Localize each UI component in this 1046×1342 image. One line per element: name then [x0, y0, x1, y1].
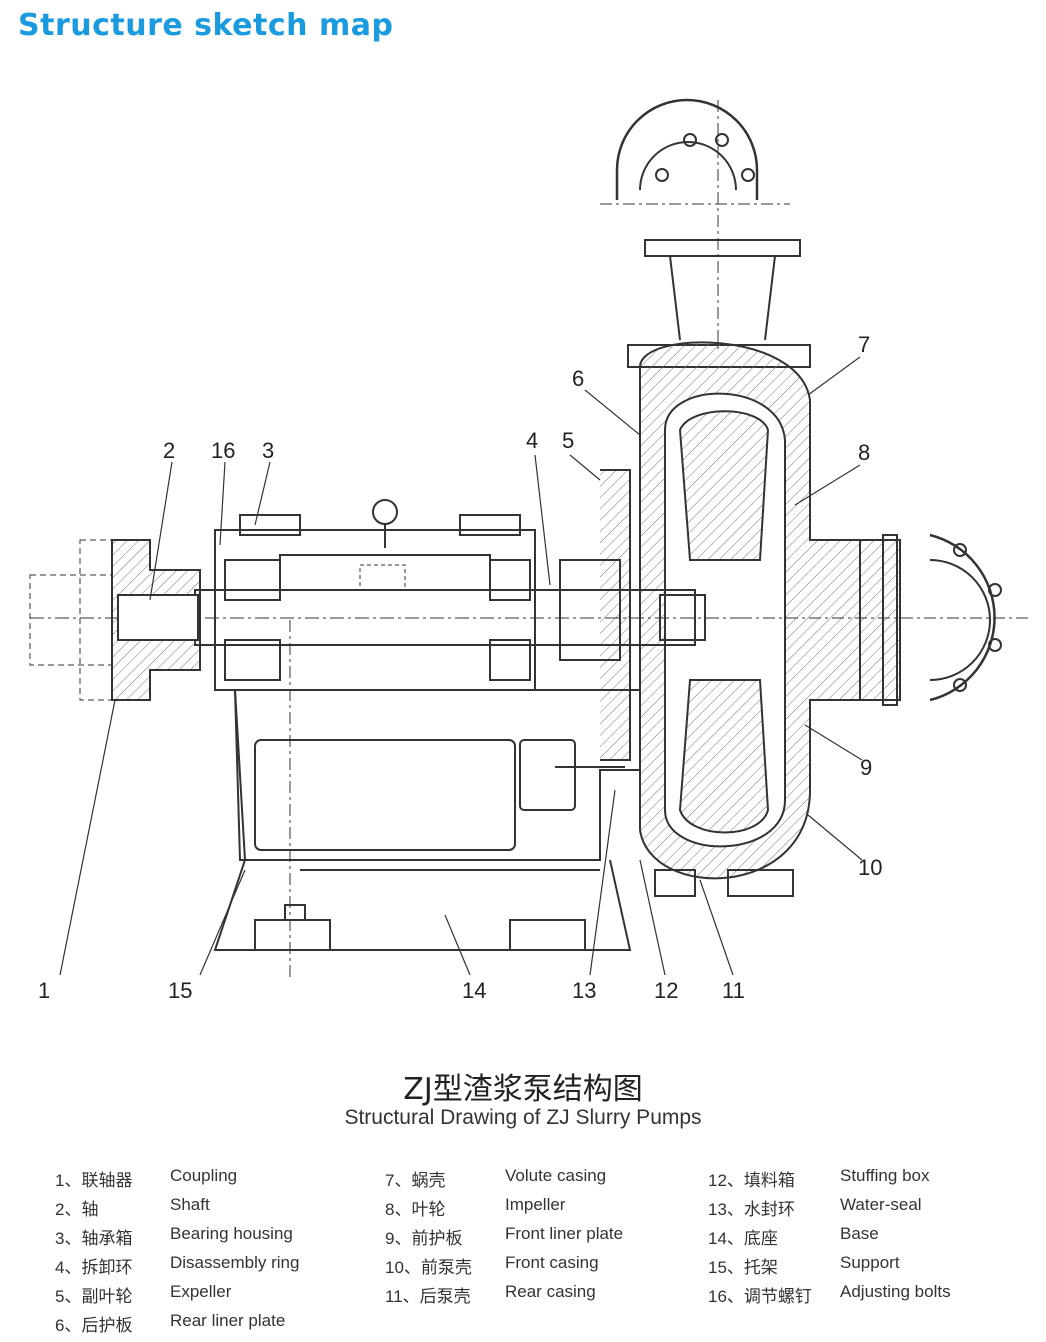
callout-14: 14 [462, 978, 486, 1003]
callout-16: 16 [211, 438, 235, 463]
pump-drawing: 1 2 3 4 5 6 7 8 9 10 11 12 13 14 15 16 [29, 98, 1030, 1003]
callout-5: 5 [562, 428, 574, 453]
callout-12: 12 [654, 978, 678, 1003]
callout-6: 6 [572, 366, 584, 391]
drawing-caption-cn: ZJ型渣浆泵结构图 [403, 1072, 643, 1107]
callout-13: 13 [572, 978, 596, 1003]
callout-15: 15 [168, 978, 192, 1003]
pump-casing [627, 341, 1030, 897]
page-title: Structure sketch map [18, 8, 394, 43]
callout-4: 4 [526, 428, 538, 453]
drawing-caption-en: Structural Drawing of ZJ Slurry Pumps [344, 1106, 702, 1129]
bearing-housing [214, 499, 536, 691]
coupling [29, 539, 201, 701]
suction-flange [929, 533, 1002, 702]
callout-2: 2 [163, 438, 175, 463]
callout-9: 9 [860, 755, 872, 780]
support-frame [213, 620, 641, 980]
discharge-flange [600, 98, 801, 350]
callout-11: 11 [722, 978, 745, 1003]
leader-lines [59, 356, 863, 976]
callout-8: 8 [858, 440, 870, 465]
callout-1: 1 [38, 978, 50, 1003]
stuffing-box [519, 469, 631, 811]
callout-7: 7 [858, 332, 870, 357]
callout-3: 3 [262, 438, 274, 463]
callout-10: 10 [858, 855, 882, 880]
